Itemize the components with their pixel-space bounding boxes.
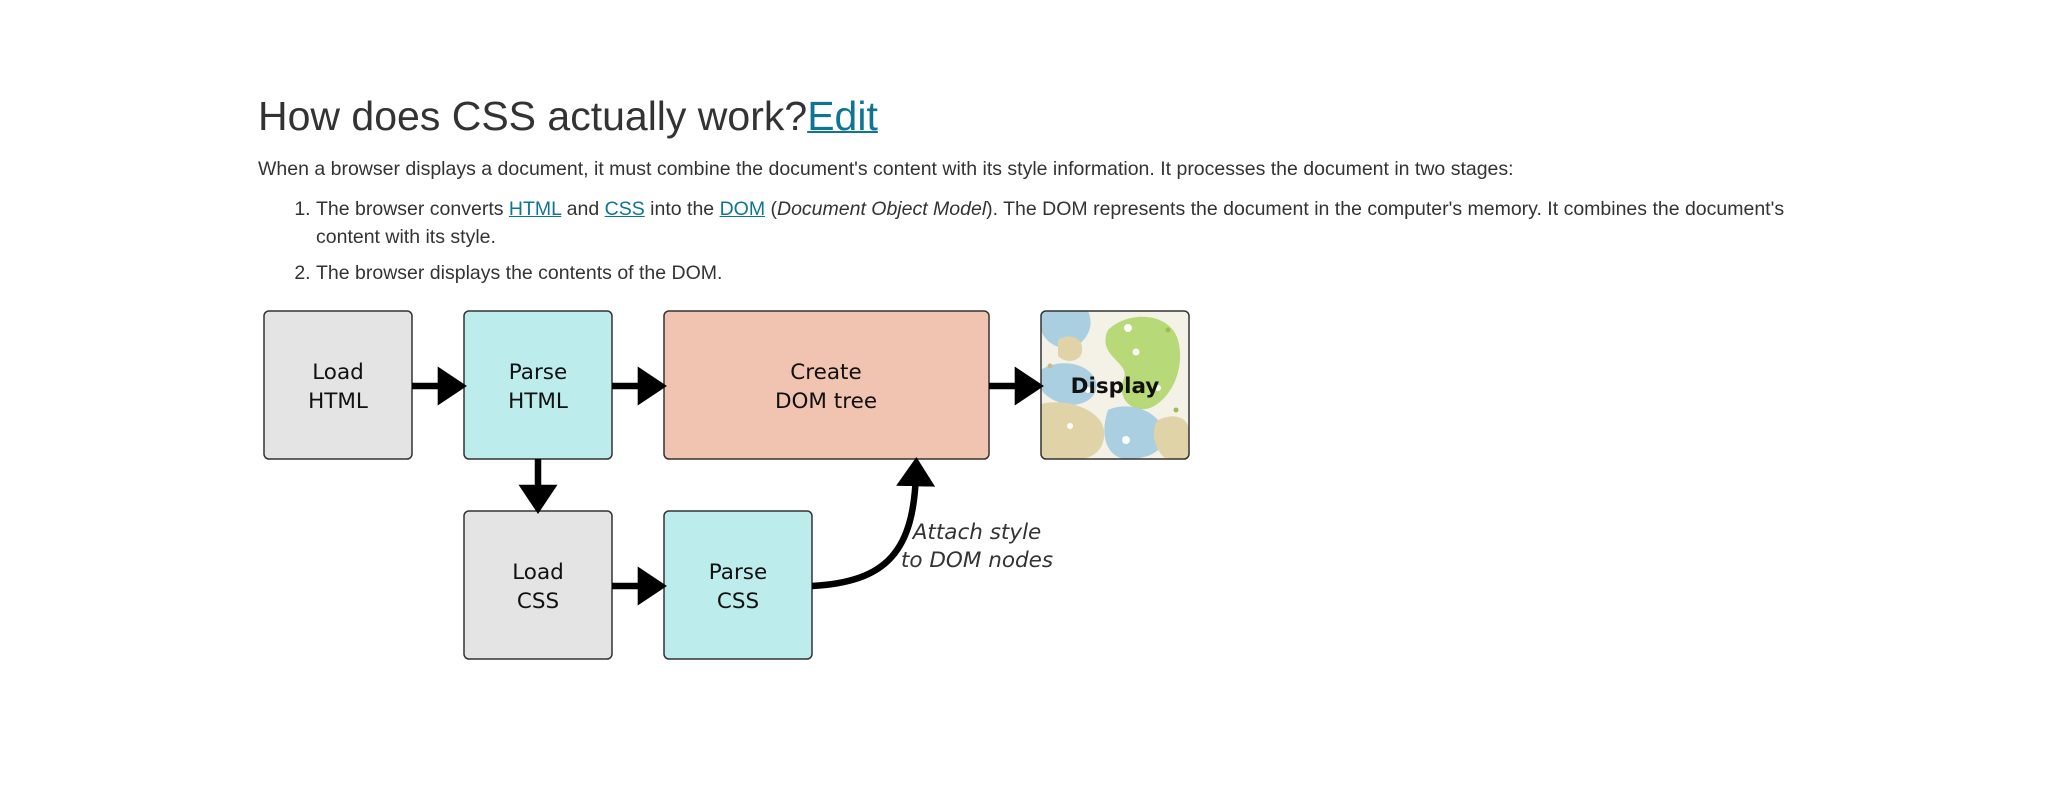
- step-text: ). The DOM represents the document in th…: [316, 198, 1785, 248]
- create-dom-label-line2: DOM tree: [775, 389, 877, 414]
- create-dom-box: Create DOM tree: [663, 310, 990, 460]
- list-item: The browser converts HTML and CSS into t…: [316, 195, 1826, 251]
- html-link[interactable]: HTML: [508, 198, 562, 220]
- load-html-label-line1: Load: [312, 360, 364, 385]
- parse-css-box: Parse CSS: [663, 510, 813, 660]
- list-item: The browser displays the contents of the…: [316, 259, 1826, 287]
- load-html-label-line2: HTML: [308, 389, 368, 414]
- parse-html-box: Parse HTML: [463, 310, 613, 460]
- parse-html-label-line1: Parse: [509, 360, 567, 385]
- dom-expansion: Document Object Model: [776, 198, 987, 220]
- edit-link[interactable]: Edit: [807, 93, 878, 139]
- step-text: The browser converts: [316, 198, 509, 220]
- stages-list: The browser converts HTML and CSS into t…: [258, 195, 1826, 295]
- load-html-box: Load HTML: [263, 310, 413, 460]
- step-text: and: [561, 198, 605, 220]
- step-text: (: [765, 198, 777, 220]
- page-title: How does CSS actually work?Edit: [258, 90, 878, 142]
- display-pattern-image: [1041, 311, 1189, 459]
- load-css-box: Load CSS: [463, 510, 613, 660]
- dom-link[interactable]: DOM: [719, 198, 766, 220]
- arrow-parse-css-to-create-dom: [811, 457, 936, 590]
- attach-style-note-line2: to DOM nodes: [901, 548, 1053, 573]
- css-rendering-diagram: Load HTML Parse HTML Create DOM tree: [263, 310, 1190, 660]
- display-box: Display: [1040, 310, 1190, 460]
- parse-css-label-line2: CSS: [717, 589, 759, 614]
- intro-paragraph: When a browser displays a document, it m…: [258, 158, 1514, 180]
- css-link[interactable]: CSS: [604, 198, 645, 220]
- attach-style-note-line1: Attach style: [911, 520, 1042, 545]
- load-css-label-line2: CSS: [517, 589, 559, 614]
- load-css-label-line1: Load: [512, 560, 564, 585]
- page-title-text: How does CSS actually work?: [258, 93, 808, 139]
- parse-html-label-line2: HTML: [508, 389, 568, 414]
- parse-css-label-line1: Parse: [709, 560, 767, 585]
- step-text: into the: [644, 198, 720, 220]
- create-dom-label-line1: Create: [790, 360, 861, 385]
- display-label: Display: [1071, 374, 1160, 399]
